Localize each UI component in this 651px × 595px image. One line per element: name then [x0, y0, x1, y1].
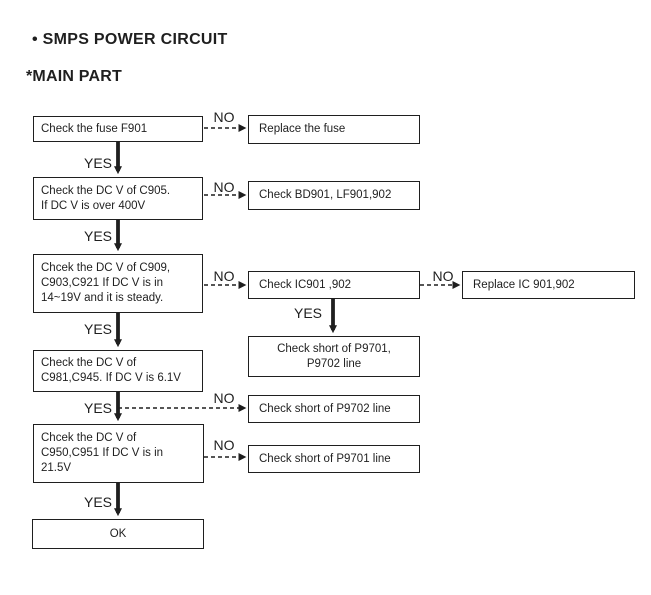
label-yes-ic901: YES [293, 305, 322, 321]
label-yes-3: YES [83, 321, 112, 337]
flow-box-check-short-p9701: Check short of P9701 line [248, 445, 420, 473]
flow-box-check-c981: Check the DC V of C981,C945. If DC V is … [33, 350, 203, 392]
flow-box-check-c905: Check the DC V of C905. If DC V is over … [33, 177, 203, 220]
label-yes-4: YES [83, 400, 112, 416]
flow-box-check-c909: Chcek the DC V of C909, C903,C921 If DC … [33, 254, 203, 313]
flow-box-check-c950: Chcek the DC V of C950,C951 If DC V is i… [33, 424, 204, 483]
label-no-2: NO [213, 179, 235, 195]
label-no-4: NO [213, 390, 235, 406]
flow-box-check-short-p9701-p9702: Check short of P9701, P9702 line [248, 336, 420, 377]
page-title: • SMPS POWER CIRCUIT [32, 31, 228, 48]
flow-box-check-ic901: Check IC901 ,902 [248, 271, 420, 299]
flow-box-ok: OK [32, 519, 204, 549]
flow-box-check-short-p9702: Check short of P9702 line [248, 395, 420, 423]
label-no-1: NO [213, 109, 235, 125]
label-no-ic901: NO [432, 268, 454, 284]
page-subtitle: *MAIN PART [26, 68, 122, 85]
label-yes-1: YES [83, 155, 112, 171]
label-yes-5: YES [83, 494, 112, 510]
label-yes-2: YES [83, 228, 112, 244]
flow-box-replace-fuse: Replace the fuse [248, 115, 420, 144]
label-no-3: NO [213, 268, 235, 284]
flow-box-check-bd901: Check BD901, LF901,902 [248, 181, 420, 210]
label-no-5: NO [213, 437, 235, 453]
flow-box-check-fuse: Check the fuse F901 [33, 116, 203, 142]
flow-box-replace-ic901: Replace IC 901,902 [462, 271, 635, 299]
